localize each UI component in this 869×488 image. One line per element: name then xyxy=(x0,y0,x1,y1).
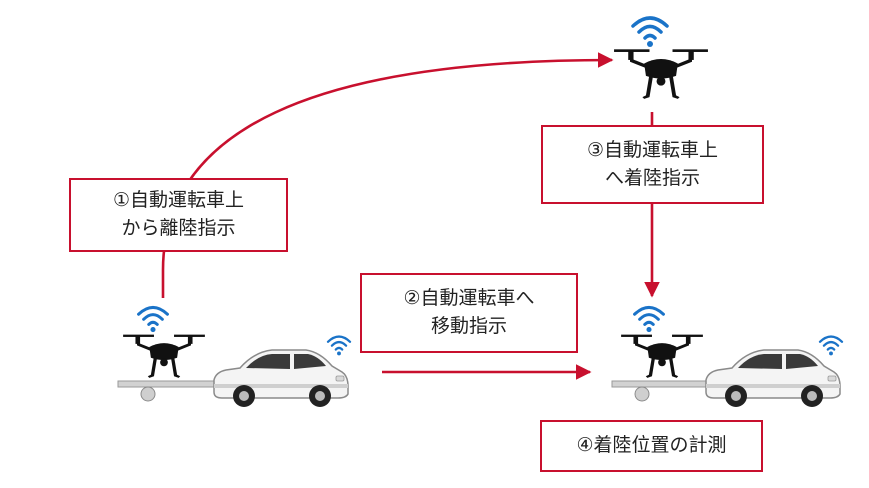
step1-line1: ①自動運転車上 xyxy=(112,189,245,212)
wifi-signal-icon xyxy=(631,16,669,48)
trailer-platform-icon xyxy=(117,380,215,402)
destination-vehicle-group xyxy=(611,305,844,408)
step1-line2: から離陸指示 xyxy=(121,217,236,239)
flying-drone xyxy=(614,16,708,99)
drone-icon xyxy=(123,334,205,378)
start-vehicle-group xyxy=(117,305,352,408)
step1-takeoff-box: ①自動運転車上 から離陸指示 xyxy=(69,178,288,252)
step3-landing-box: ③自動運転車上 へ着陸指示 xyxy=(541,125,764,204)
step2-line2: 移動指示 xyxy=(430,315,507,337)
step4-measure-box: ④着陸位置の計測 xyxy=(540,420,763,472)
car-icon xyxy=(705,349,841,408)
step4-line1: ④着陸位置の計測 xyxy=(576,434,727,457)
step2-move-box: ②自動運転車へ 移動指示 xyxy=(360,273,578,353)
step2-line1: ②自動運転車へ xyxy=(403,287,535,310)
trailer-platform-icon xyxy=(611,380,709,402)
car-icon xyxy=(213,349,349,408)
wifi-signal-icon xyxy=(137,305,169,333)
wifi-signal-icon xyxy=(326,335,352,356)
drone-icon xyxy=(614,49,708,99)
step3-line2: へ着陸指示 xyxy=(604,166,700,189)
drone-icon xyxy=(621,334,703,378)
wifi-signal-icon xyxy=(818,335,844,356)
wifi-signal-icon xyxy=(633,305,665,333)
step3-line1: ③自動運転車上 xyxy=(586,138,719,161)
